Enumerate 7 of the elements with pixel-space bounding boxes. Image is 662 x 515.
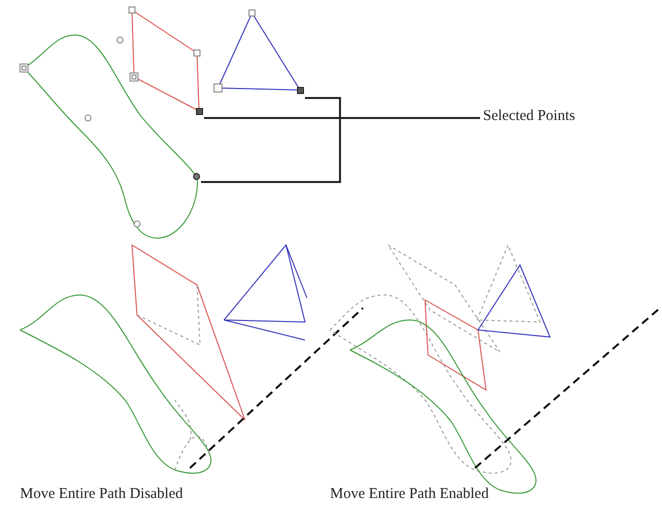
caption-text: Move Entire Path Disabled	[20, 486, 183, 503]
selected-point	[196, 108, 203, 115]
selected-point	[297, 87, 304, 94]
callout-label: Selected Points	[483, 108, 576, 125]
selected-point	[193, 173, 200, 180]
caption-text: Move Entire Path Enabled	[330, 486, 489, 503]
leader-line	[201, 117, 480, 183]
